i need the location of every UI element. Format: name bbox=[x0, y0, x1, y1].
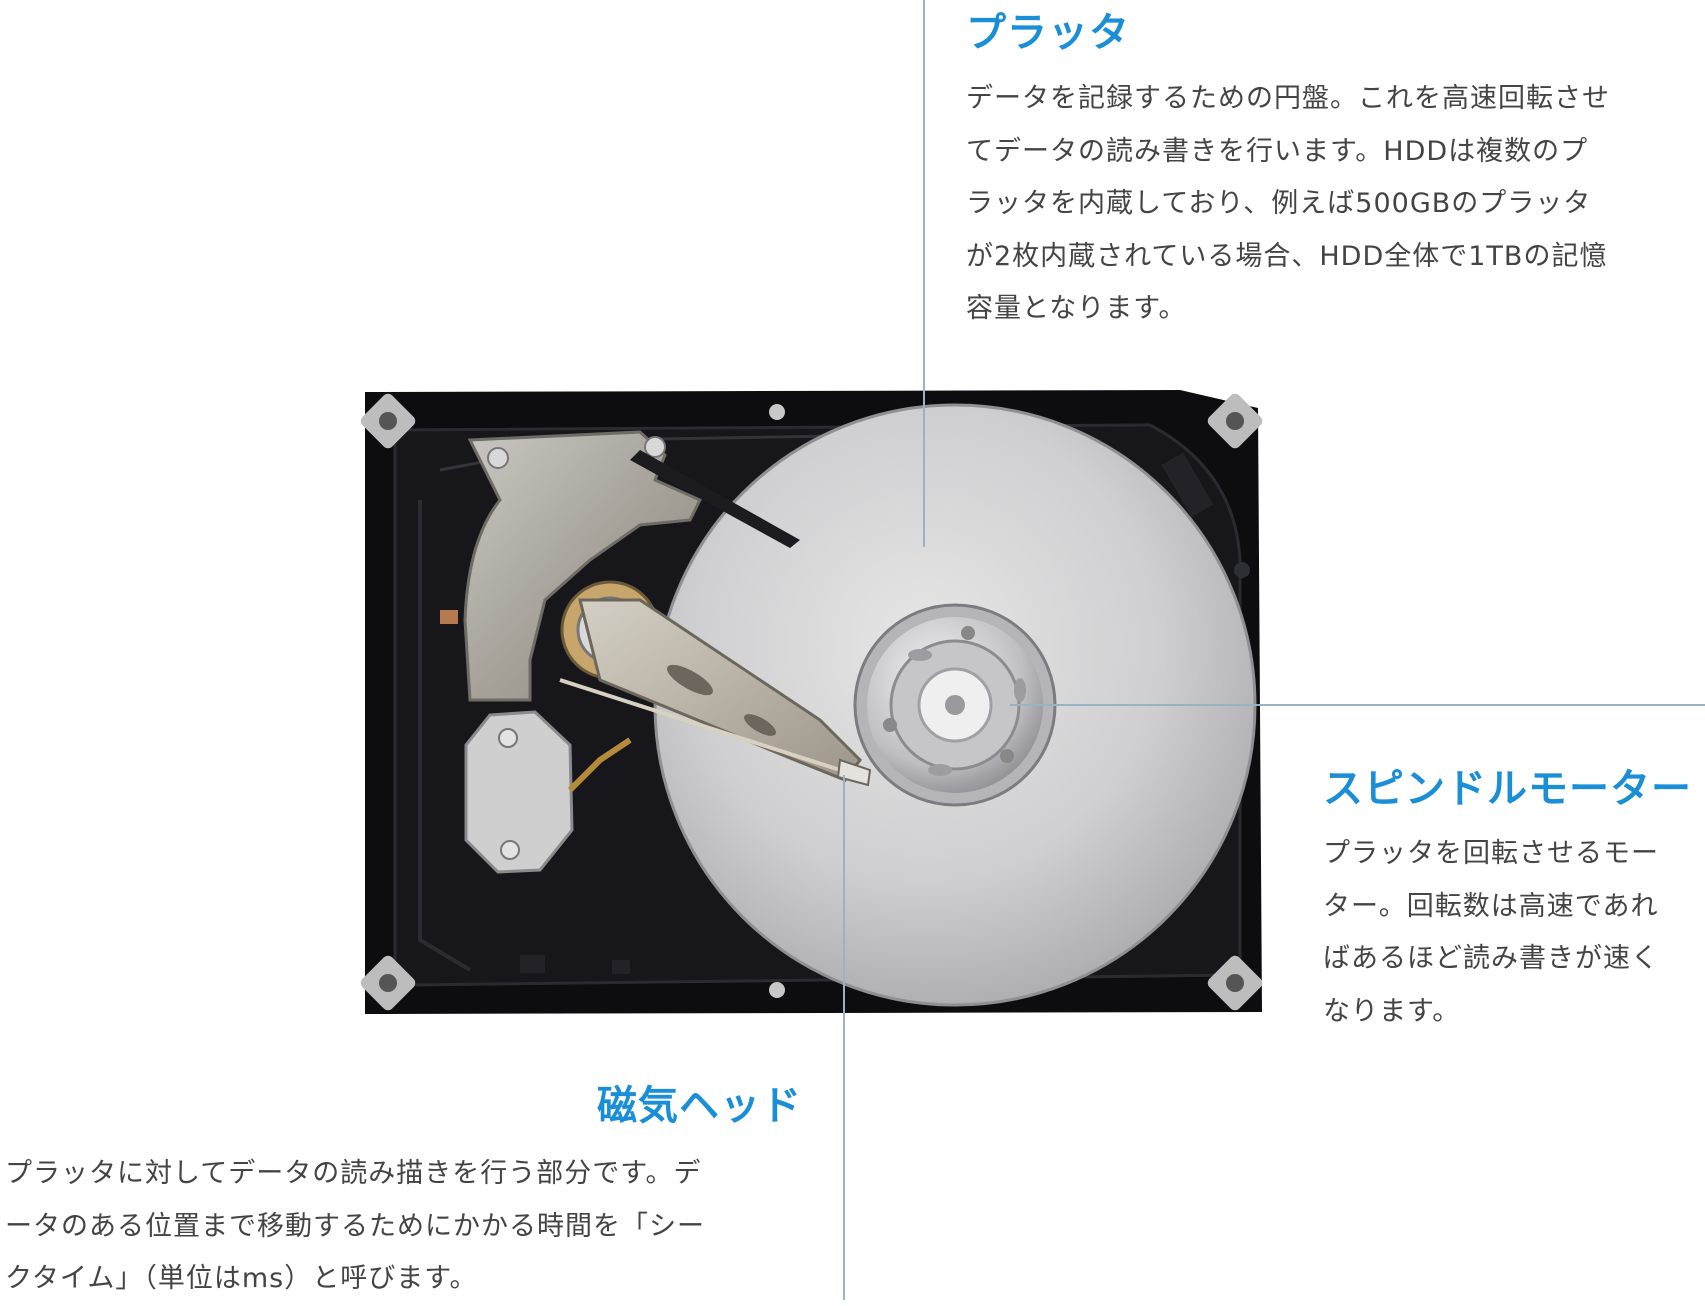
case-notch bbox=[612, 960, 630, 974]
description-line: プラッタに対してデータの読み描きを行う部分です。デ bbox=[5, 1158, 702, 1189]
corner-screw-top-right bbox=[1207, 393, 1263, 449]
magnetic-head-description: プラッタに対してデータの読み描きを行う部分です。デ ータのある位置まで移動するた… bbox=[5, 1148, 805, 1306]
spindle-motor-title: スピンドルモーター bbox=[1323, 766, 1692, 812]
description-line: ラッタを内蔵しており、例えば500GBのプラッタ bbox=[966, 188, 1592, 219]
connector-pin bbox=[440, 610, 458, 624]
description-line: ばあるほど読み書きが速く bbox=[1323, 943, 1659, 974]
actuator-magnet-bracket bbox=[463, 430, 800, 702]
case-screw bbox=[769, 404, 785, 420]
description-line: なります。 bbox=[1323, 995, 1461, 1027]
flex-cable-cover bbox=[464, 710, 632, 874]
description-line: 容量となります。 bbox=[966, 293, 1187, 324]
case-notch bbox=[520, 955, 545, 973]
description-line: クタイム」（単位はms）と呼びます。 bbox=[5, 1263, 478, 1294]
description-line: てデータの読み書きを行います。HDDは複数のプ bbox=[966, 135, 1589, 167]
description-line: が2枚内蔵されている場合、HDD全体で1TBの記憶 bbox=[966, 240, 1608, 272]
magnetic-head bbox=[836, 758, 872, 787]
case-hole bbox=[1234, 562, 1250, 578]
description-line: データを記録するための円盤。これを高速回転させ bbox=[966, 83, 1610, 114]
spindle-leader-line bbox=[1010, 704, 1705, 706]
corner-screw-bottom-left bbox=[360, 955, 416, 1011]
latch-detail bbox=[1161, 452, 1214, 517]
case-screw bbox=[769, 982, 785, 998]
description-line: ータのある位置まで移動するためにかかる時間を「シー bbox=[5, 1210, 705, 1242]
corner-screw-top-left bbox=[360, 393, 416, 449]
description-line: ター。回転数は高速であれ bbox=[1323, 890, 1659, 922]
platter-title: プラッタ bbox=[966, 10, 1130, 56]
description-line: プラッタを回転させるモー bbox=[1323, 838, 1659, 869]
spindle-motor-hub bbox=[853, 603, 1057, 807]
spindle-motor-description: プラッタを回転させるモー ター。回転数は高速であれ ばあるほど読み書きが速く な… bbox=[1323, 828, 1703, 1038]
platter-description: データを記録するための円盤。これを高速回転させ てデータの読み書きを行います。H… bbox=[966, 73, 1701, 336]
magnetic-head-title: 磁気ヘッド bbox=[597, 1083, 802, 1129]
platter-leader-line bbox=[923, 0, 925, 547]
corner-screw-bottom-right bbox=[1207, 955, 1263, 1011]
head-leader-line bbox=[843, 775, 845, 1300]
